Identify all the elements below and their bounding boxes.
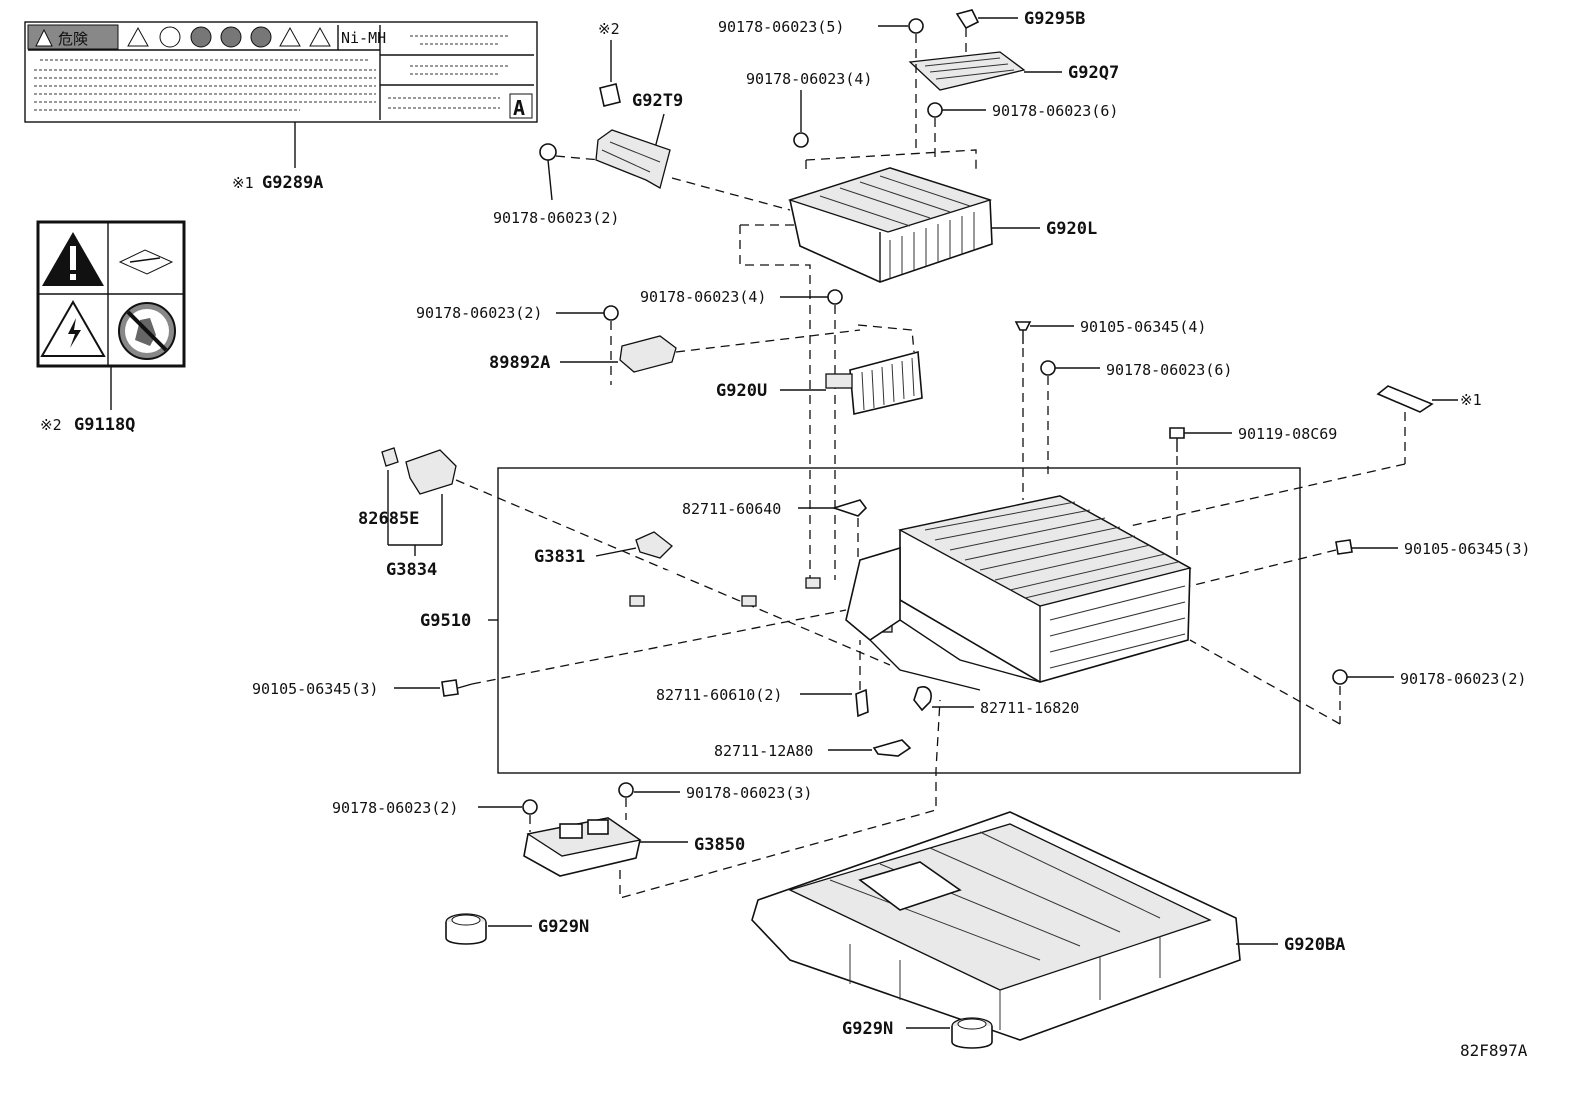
sensor-89892a — [619, 335, 677, 373]
label-bolt-2a[interactable]: 90178-06023(2) — [493, 209, 619, 227]
label-g9295b[interactable]: G9295B — [1024, 9, 1085, 29]
label-82711-16820[interactable]: 82711-16820 — [980, 699, 1079, 717]
clip-82711-60640 — [831, 499, 868, 517]
bracket-g920u — [825, 350, 923, 415]
label-89892a[interactable]: 89892A — [489, 353, 550, 373]
diagram-code: 82F897A — [1460, 1041, 1528, 1060]
label-bolt-2d[interactable]: 90178-06023(2) — [332, 799, 458, 817]
label-82711-60640[interactable]: 82711-60640 — [682, 500, 781, 518]
insulator-sheet — [595, 129, 671, 189]
label-g3850[interactable]: G3850 — [694, 835, 745, 855]
label-g9118q[interactable]: G9118Q — [74, 415, 135, 435]
label-g929n-b[interactable]: G929N — [842, 1019, 893, 1039]
label-g920l[interactable]: G920L — [1046, 219, 1097, 239]
nut-icon — [1332, 669, 1348, 685]
label-g920u[interactable]: G920U — [716, 381, 767, 401]
label-g92t9[interactable]: G92T9 — [632, 91, 683, 111]
label-battery-type: Ni-MH — [341, 29, 386, 47]
label-letter: A — [513, 96, 525, 120]
nut-icon — [927, 102, 943, 118]
warning-label-card: 危険 Ni-MH — [24, 21, 538, 123]
relay-block-g3850 — [523, 817, 642, 877]
label-g3831[interactable]: G3831 — [534, 547, 585, 567]
label-82711-60610[interactable]: 82711-60610(2) — [656, 686, 782, 704]
label-bolt-2c[interactable]: 90178-06023(2) — [1400, 670, 1526, 688]
grommet-g929n-a — [445, 913, 487, 945]
label-bolt-4a[interactable]: 90178-06023(4) — [746, 70, 872, 88]
note-mark-1: ※1 — [232, 174, 254, 192]
label-90119[interactable]: 90119-08C69 — [1238, 425, 1337, 443]
small-label-tag — [599, 83, 621, 107]
nut-icon — [1040, 360, 1056, 376]
label-82685e[interactable]: 82685E — [358, 509, 419, 529]
note-mark-2-top: ※2 — [598, 20, 620, 38]
label-bolt-5[interactable]: 90178-06023(5) — [718, 18, 844, 36]
nut-icon — [827, 289, 843, 305]
nut-icon — [618, 782, 634, 798]
nut-icon — [603, 305, 619, 321]
clip-82711-60610 — [855, 688, 869, 718]
manual-book-icon — [118, 249, 174, 275]
cover-plate-g92q7 — [908, 51, 1026, 91]
label-82711-12a80[interactable]: 82711-12A80 — [714, 742, 813, 760]
connector-g3834 — [405, 449, 457, 495]
note-mark-2: ※2 — [40, 416, 62, 434]
connector-82685e — [381, 447, 399, 467]
nut-icon — [908, 18, 924, 34]
label-bolt-4b[interactable]: 90178-06023(4) — [640, 288, 766, 306]
no-touch-icon — [118, 302, 176, 360]
label-g3834[interactable]: G3834 — [386, 560, 437, 580]
pictogram-row — [127, 26, 331, 48]
note-mark-1-right: ※1 — [1460, 391, 1482, 409]
clamp-82711-16820 — [913, 686, 932, 712]
bracket-82711-12a80 — [872, 739, 912, 757]
label-warning-word: 危険 — [58, 30, 88, 48]
screw-icon — [441, 679, 459, 697]
label-bolt-3[interactable]: 90178-06023(3) — [686, 784, 812, 802]
clip-icon — [539, 143, 557, 161]
screw-icon — [1335, 539, 1353, 555]
clip-g9295b — [955, 9, 980, 30]
label-g9510[interactable]: G9510 — [420, 611, 471, 631]
warning-triangle-icon — [35, 28, 53, 47]
battery-module-g920l — [787, 167, 993, 283]
label-screw-4[interactable]: 90105-06345(4) — [1080, 318, 1206, 336]
label-g920ba[interactable]: G920BA — [1284, 935, 1345, 955]
battery-assembly — [845, 495, 1192, 691]
label-screw-3b[interactable]: 90105-06345(3) — [252, 680, 378, 698]
nut-icon — [522, 799, 538, 815]
label-bolt-6b[interactable]: 90178-06023(6) — [1106, 361, 1232, 379]
battery-tray-g920ba — [751, 811, 1241, 1041]
screw-icon — [1014, 321, 1032, 331]
nut-icon — [793, 132, 809, 148]
label-g929n-a[interactable]: G929N — [538, 917, 589, 937]
label-g92q7[interactable]: G92Q7 — [1068, 63, 1119, 83]
grommet-g929n-b — [951, 1017, 993, 1049]
label-screw-3a[interactable]: 90105-06345(3) — [1404, 540, 1530, 558]
label-tag-right — [1376, 385, 1434, 413]
label-bolt-6a[interactable]: 90178-06023(6) — [992, 102, 1118, 120]
caution-label-card — [36, 220, 186, 368]
connector-g3831 — [635, 531, 673, 559]
bolt-icon — [1169, 427, 1185, 439]
label-bolt-2b[interactable]: 90178-06023(2) — [416, 304, 542, 322]
label-g9289a[interactable]: G9289A — [262, 173, 323, 193]
